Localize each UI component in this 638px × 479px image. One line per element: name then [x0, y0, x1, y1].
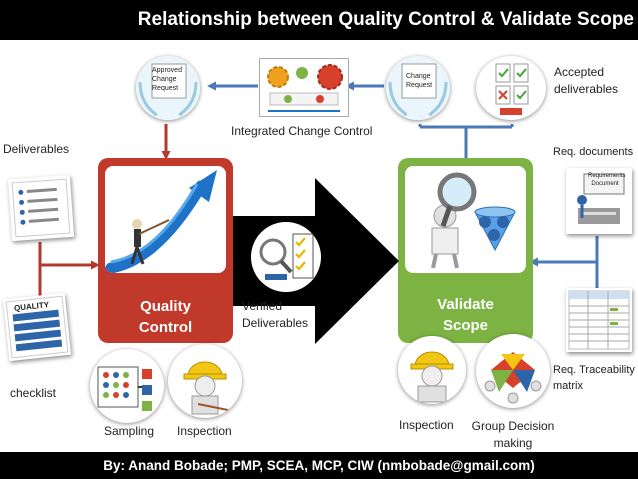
- req-documents-label: Req. documents: [553, 146, 634, 158]
- sampling-label: Sampling: [104, 424, 155, 438]
- rtm-line2: matrix: [553, 380, 583, 392]
- vs-title-line1: Validate: [437, 296, 494, 313]
- integrated-change-control-image: [259, 58, 349, 117]
- vs-inspection-label: Inspection: [399, 418, 454, 432]
- accepted-line1: Accepted: [554, 65, 605, 79]
- qc-title-line2: Control: [138, 319, 193, 336]
- verified-line2: Deliverables: [242, 316, 309, 330]
- req-documents-image: [566, 168, 632, 234]
- accepted-deliverables-label: Accepted deliverables: [554, 64, 618, 98]
- group-decision-image: [476, 334, 550, 408]
- integrated-change-control-label: Integrated Change Control: [231, 124, 373, 138]
- footer-bar: [0, 452, 638, 479]
- page-title: Relationship between Quality Control & V…: [137, 9, 634, 30]
- validate-scope-label: Validate Scope: [398, 294, 533, 336]
- vs-title-line2: Scope: [442, 317, 488, 334]
- qc-title-line1: Quality: [140, 298, 191, 315]
- checklist-label: checklist: [10, 386, 57, 400]
- verified-line1: Verified: [242, 299, 283, 313]
- qc-inspection-image: [168, 344, 242, 418]
- title-bar: [0, 0, 638, 40]
- accepted-deliverables-image: [476, 56, 546, 120]
- deliverables-label: Deliverables: [3, 142, 70, 156]
- req-documents-image-text: Requirements Document: [588, 173, 626, 187]
- rtm-image: [566, 288, 632, 352]
- group-line1: Group Decision: [471, 419, 555, 433]
- author-credit: By: Anand Bobade; PMP, SCEA, MCP, CIW (n…: [103, 458, 535, 473]
- change-request-text: Change Request: [406, 73, 433, 89]
- vs-inspection-image: [398, 336, 466, 404]
- rtm-line1: Req. Traceability: [553, 364, 635, 376]
- quality-control-label: Quality Control: [98, 296, 233, 338]
- rtm-label: Req. Traceability matrix: [553, 362, 635, 394]
- accepted-line2: deliverables: [554, 82, 619, 96]
- change-request-image: [386, 56, 450, 120]
- qc-growth-image: [105, 166, 226, 273]
- verified-deliverables-image: [251, 222, 321, 292]
- verified-deliverables-label: Verified Deliverables: [242, 298, 308, 332]
- checklist-image: [2, 292, 72, 362]
- approved-change-request-image: [136, 56, 200, 120]
- group-decision-label: Group Decision making: [468, 418, 558, 452]
- vs-magnifier-image: [405, 166, 526, 273]
- deliverables-image: [7, 174, 75, 242]
- approved-change-request-text: Approved Change Request: [152, 67, 182, 92]
- sampling-image: [90, 349, 164, 423]
- qc-inspection-label: Inspection: [177, 424, 232, 438]
- group-line2: making: [493, 436, 533, 450]
